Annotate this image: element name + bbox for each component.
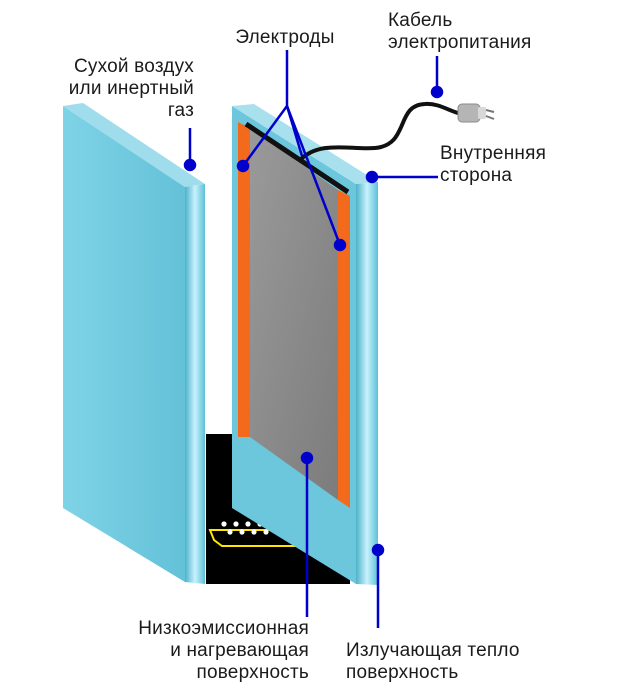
pointer-electrode-right xyxy=(285,105,342,246)
pointer-dot-electrode-left xyxy=(236,159,250,173)
label-low-e: Низкоэмиссионная и нагревающая поверхнос… xyxy=(138,618,309,684)
label-low-e-line-1: Низкоэмиссионная xyxy=(138,618,309,639)
label-electrodes-line-1: Электроды xyxy=(235,27,335,48)
electrode-strip-right xyxy=(338,190,350,508)
pointer-electrode-left xyxy=(241,105,289,167)
pointer-dot-electrode-right xyxy=(333,238,347,252)
label-low-e-line-3: поверхность xyxy=(196,662,309,683)
label-dry-air-line-1: Сухой воздух xyxy=(74,56,194,77)
label-radiating-line-2: поверхность xyxy=(346,662,459,683)
pointer-dot-inner-side xyxy=(365,170,379,184)
label-radiating: Излучающая тепло поверхность xyxy=(346,640,520,684)
plug-icon xyxy=(457,103,495,123)
label-electrodes: Электроды xyxy=(212,27,358,49)
electrode-strip-left xyxy=(238,122,250,437)
pointer-dot-low-e xyxy=(300,451,314,465)
back-pane-top-edge xyxy=(63,103,205,187)
front-glass-pane xyxy=(232,104,378,585)
front-pane-top-edge xyxy=(232,104,378,184)
cable-wire xyxy=(298,101,463,162)
pointer-dot-cable xyxy=(430,85,444,99)
back-pane-side-edge xyxy=(185,184,205,584)
label-inner-side: Внутренняя сторона xyxy=(440,143,546,187)
power-cable xyxy=(298,101,495,162)
busbar xyxy=(244,121,350,195)
label-power-cable-line-2: электропитания xyxy=(388,32,532,53)
label-dry-air: Сухой воздух или инертный газ xyxy=(69,56,194,122)
label-power-cable-line-1: Кабель xyxy=(388,10,453,31)
low-e-coating xyxy=(250,128,338,500)
label-radiating-line-1: Излучающая тепло xyxy=(346,640,520,661)
label-dry-air-line-2: или инертный xyxy=(68,78,194,99)
front-pane-side-edge xyxy=(356,182,378,585)
label-dry-air-line-3: газ xyxy=(167,100,194,121)
label-power-cable: Кабель электропитания xyxy=(388,10,531,54)
back-pane-face xyxy=(63,106,185,582)
pointer-dot-radiating xyxy=(371,543,385,557)
label-inner-side-line-2: сторона xyxy=(440,165,513,186)
pointer-dot-dry-air xyxy=(183,158,197,172)
pointer-lines xyxy=(183,50,444,628)
label-inner-side-line-1: Внутренняя xyxy=(440,143,547,164)
back-glass-pane xyxy=(63,103,205,584)
label-low-e-line-2: и нагревающая xyxy=(170,640,309,661)
